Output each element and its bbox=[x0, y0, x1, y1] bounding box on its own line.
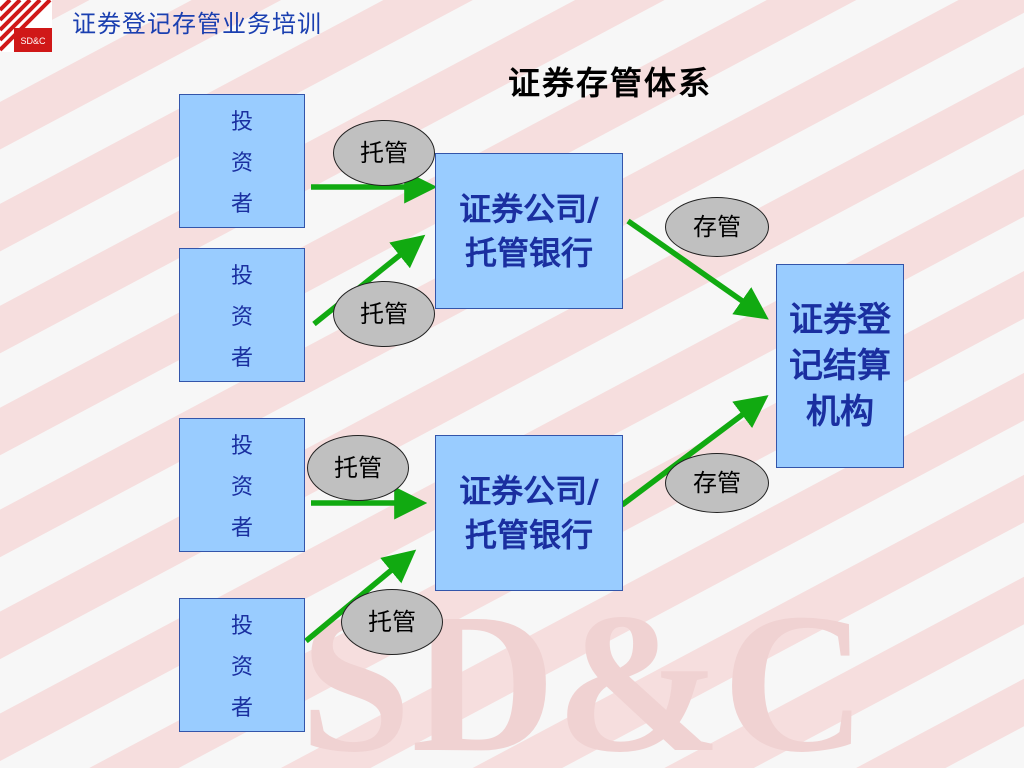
logo-text: SD&C bbox=[20, 36, 46, 46]
investor-char: 资 bbox=[230, 654, 253, 680]
investor-box: 投 资 者 bbox=[179, 248, 305, 382]
investor-box: 投 资 者 bbox=[179, 94, 305, 228]
investor-char: 者 bbox=[230, 516, 253, 542]
custody-oval: 托管 bbox=[341, 589, 443, 655]
arrow-broker1-registry bbox=[626, 218, 769, 320]
custody-oval: 托管 bbox=[333, 120, 435, 186]
custody-oval: 托管 bbox=[307, 435, 409, 501]
arrow-broker2-registry bbox=[620, 395, 769, 508]
investor-box: 投 资 者 bbox=[179, 598, 305, 732]
deposit-oval: 存管 bbox=[665, 453, 769, 513]
investor-char: 投 bbox=[230, 433, 253, 459]
broker-box: 证券公司/托管银行 bbox=[435, 153, 623, 309]
diagram-title: 证券存管体系 bbox=[508, 64, 713, 102]
investor-char: 资 bbox=[230, 150, 253, 176]
investor-char: 资 bbox=[230, 304, 253, 330]
investor-box: 投 资 者 bbox=[179, 418, 305, 552]
investor-char: 投 bbox=[230, 109, 253, 135]
investor-char: 资 bbox=[230, 474, 253, 500]
investor-char: 者 bbox=[230, 192, 253, 218]
investor-char: 投 bbox=[230, 613, 253, 639]
registry-box: 证券登记结算机构 bbox=[776, 264, 904, 468]
custody-oval: 托管 bbox=[333, 281, 435, 347]
header-title: 证券登记存管业务培训 bbox=[72, 10, 322, 38]
sdc-logo: SD&C bbox=[0, 0, 52, 52]
broker-box: 证券公司/托管银行 bbox=[435, 435, 623, 591]
investor-char: 者 bbox=[230, 346, 253, 372]
investor-char: 者 bbox=[230, 696, 253, 722]
investor-char: 投 bbox=[230, 263, 253, 289]
deposit-oval: 存管 bbox=[665, 197, 769, 257]
